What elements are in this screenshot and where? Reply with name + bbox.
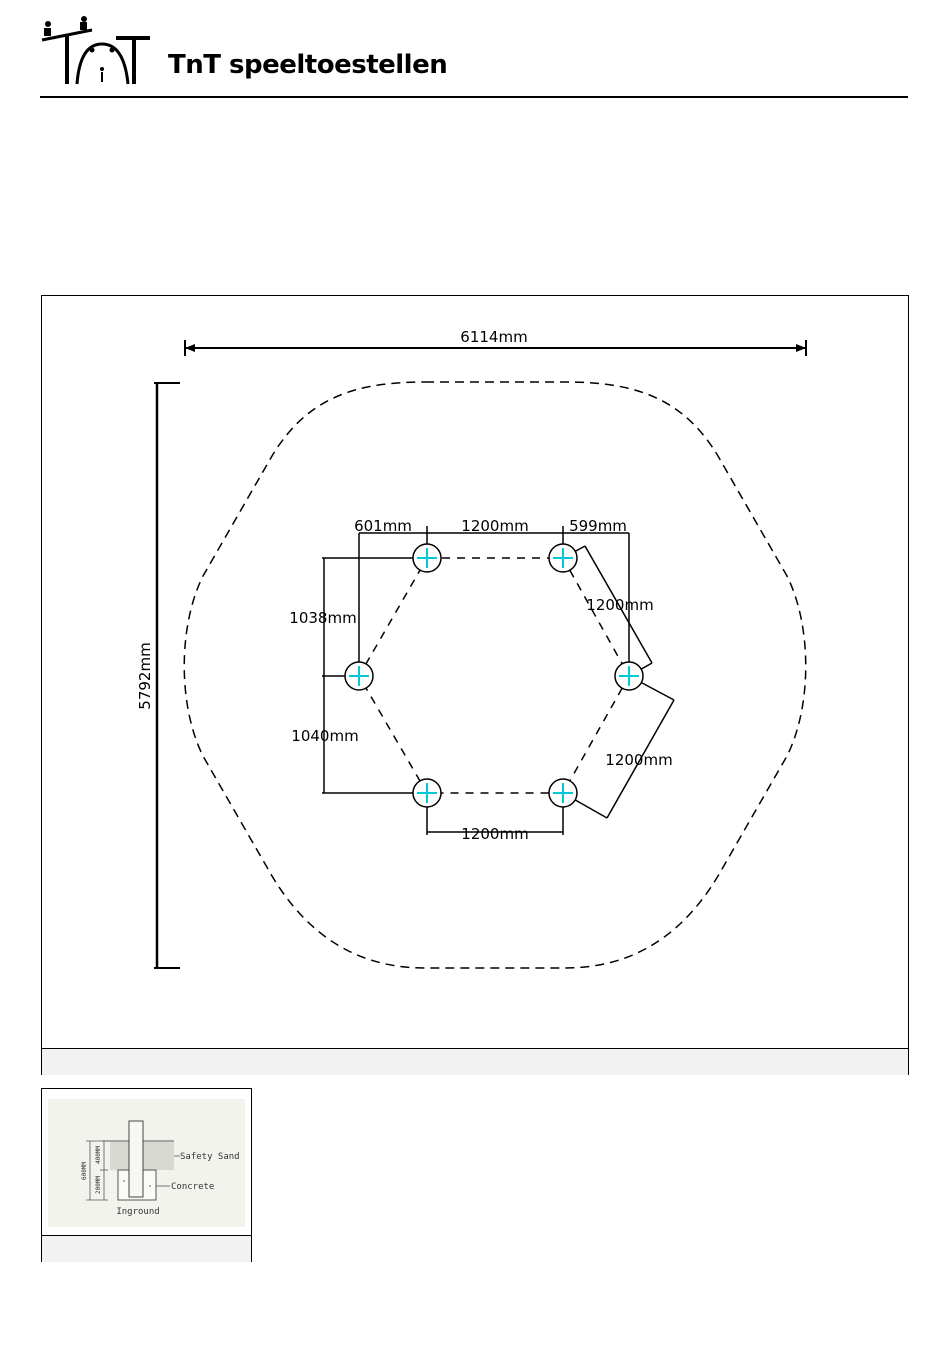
site-plan-frame: 6114mm 5792mm 601mm 1200mm 599mm <box>41 295 909 1075</box>
inground-label: Inground <box>116 1207 159 1217</box>
post-marker <box>549 779 577 807</box>
foundation-detail-drawing: 600MM 400MM 200MM Safety Sand Concrete I… <box>42 1089 251 1235</box>
overall-width-label: 6114mm <box>460 328 527 346</box>
offset-right-label: 599mm <box>569 517 627 535</box>
spacing-upper-right-label: 1200mm <box>586 596 653 614</box>
post-marker <box>345 662 373 690</box>
safety-zone-outline <box>184 382 806 968</box>
header-divider <box>40 96 908 98</box>
post-marker <box>413 544 441 572</box>
tnt-playground-logo-icon <box>40 16 155 88</box>
depth-lower-label: 200MM <box>95 1176 102 1194</box>
post-marker <box>413 779 441 807</box>
site-plan-drawing: 6114mm 5792mm 601mm 1200mm 599mm <box>42 296 908 1048</box>
vertical-lower-label: 1040mm <box>291 727 358 745</box>
spacing-bottom-label: 1200mm <box>461 825 528 843</box>
spacing-lower-right-label: 1200mm <box>605 751 672 769</box>
depth-upper-label: 400MM <box>95 1146 102 1164</box>
plan-caption-bar <box>42 1048 908 1075</box>
post-marker <box>549 544 577 572</box>
safety-sand-label: Safety Sand <box>180 1152 240 1162</box>
foundation-detail-frame: 600MM 400MM 200MM Safety Sand Concrete I… <box>41 1088 252 1262</box>
foundation-caption-bar <box>42 1235 251 1262</box>
depth-total-label: 600MM <box>81 1162 88 1180</box>
post-marker <box>615 662 643 690</box>
brand-name: TnT speeltoestellen <box>168 50 447 80</box>
overall-height-label: 5792mm <box>136 642 154 709</box>
hexagon-frame <box>359 558 629 793</box>
spacing-top-label: 1200mm <box>461 517 528 535</box>
concrete-label: Concrete <box>171 1182 214 1192</box>
offset-left-label: 601mm <box>354 517 412 535</box>
vertical-upper-label: 1038mm <box>289 609 356 627</box>
page-header: TnT speeltoestellen <box>40 10 908 98</box>
